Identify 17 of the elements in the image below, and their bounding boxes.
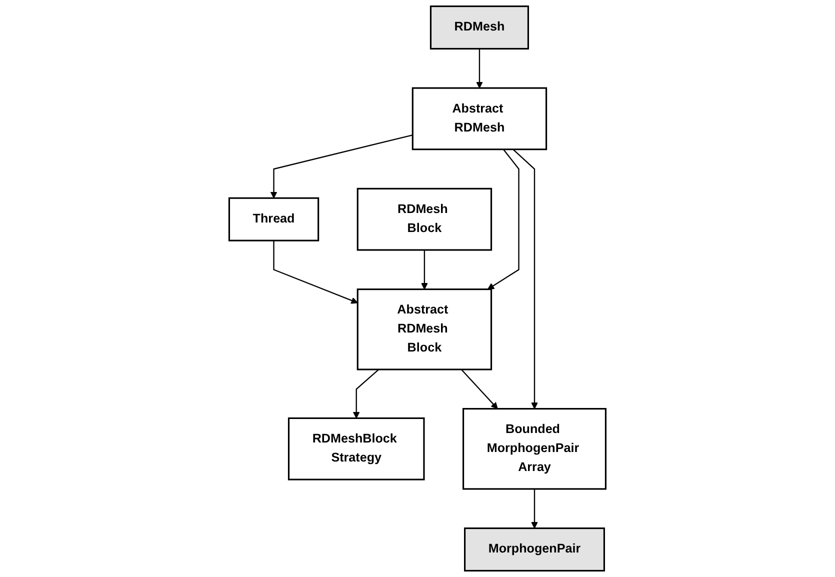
arrow xyxy=(270,134,413,198)
arrow xyxy=(487,149,520,290)
node-box: Thread xyxy=(228,197,320,242)
arrow xyxy=(476,48,483,88)
arrow xyxy=(273,240,358,304)
node-box: Abstract RDMesh xyxy=(412,87,548,150)
node-box: MorphogenPair xyxy=(464,527,606,572)
node-box: Abstract RDMesh Block xyxy=(356,288,492,370)
arrow xyxy=(531,488,538,529)
arrow xyxy=(512,148,538,410)
arrow xyxy=(352,369,380,419)
arrow xyxy=(421,250,428,290)
node-box: Bounded MorphogenPair Array xyxy=(462,408,607,490)
node-box: RDMesh Block xyxy=(356,188,492,251)
node-box: RDMeshBlock Strategy xyxy=(288,417,425,480)
node-box: RDMesh xyxy=(430,6,530,50)
arrow xyxy=(460,369,498,410)
